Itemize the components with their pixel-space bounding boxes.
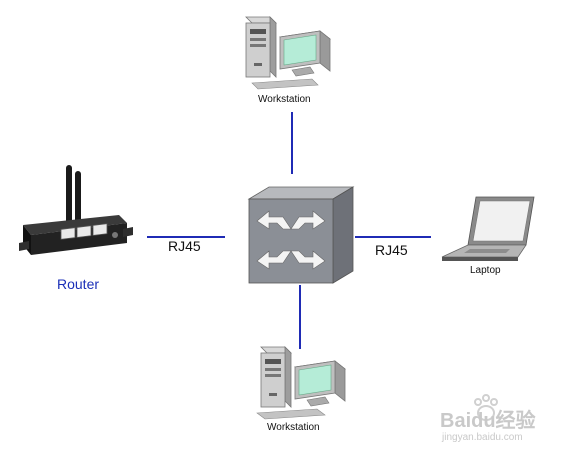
- router-switch-link-label: RJ45: [168, 238, 201, 254]
- link-router-switch: [147, 236, 225, 238]
- link-switch-laptop: [355, 236, 431, 238]
- laptop-icon: [441, 196, 535, 261]
- switch-laptop-link-label: RJ45: [375, 242, 408, 258]
- top-workstation-label: Workstation: [258, 94, 311, 105]
- baidu-paw-icon: [474, 394, 498, 421]
- watermark-url: jingyan.baidu.com: [442, 432, 523, 443]
- bottom-workstation-label: Workstation: [267, 422, 320, 433]
- router-icon: [19, 165, 133, 255]
- link-top-workstation: [291, 112, 293, 174]
- switch-icon: [247, 186, 355, 284]
- link-bottom-workstation: [299, 285, 301, 349]
- top-workstation-icon: [245, 16, 331, 90]
- bottom-workstation-icon: [256, 346, 346, 420]
- watermark-logo: Baidu经验: [440, 410, 536, 432]
- laptop-label: Laptop: [470, 265, 501, 276]
- router-label: Router: [57, 276, 100, 292]
